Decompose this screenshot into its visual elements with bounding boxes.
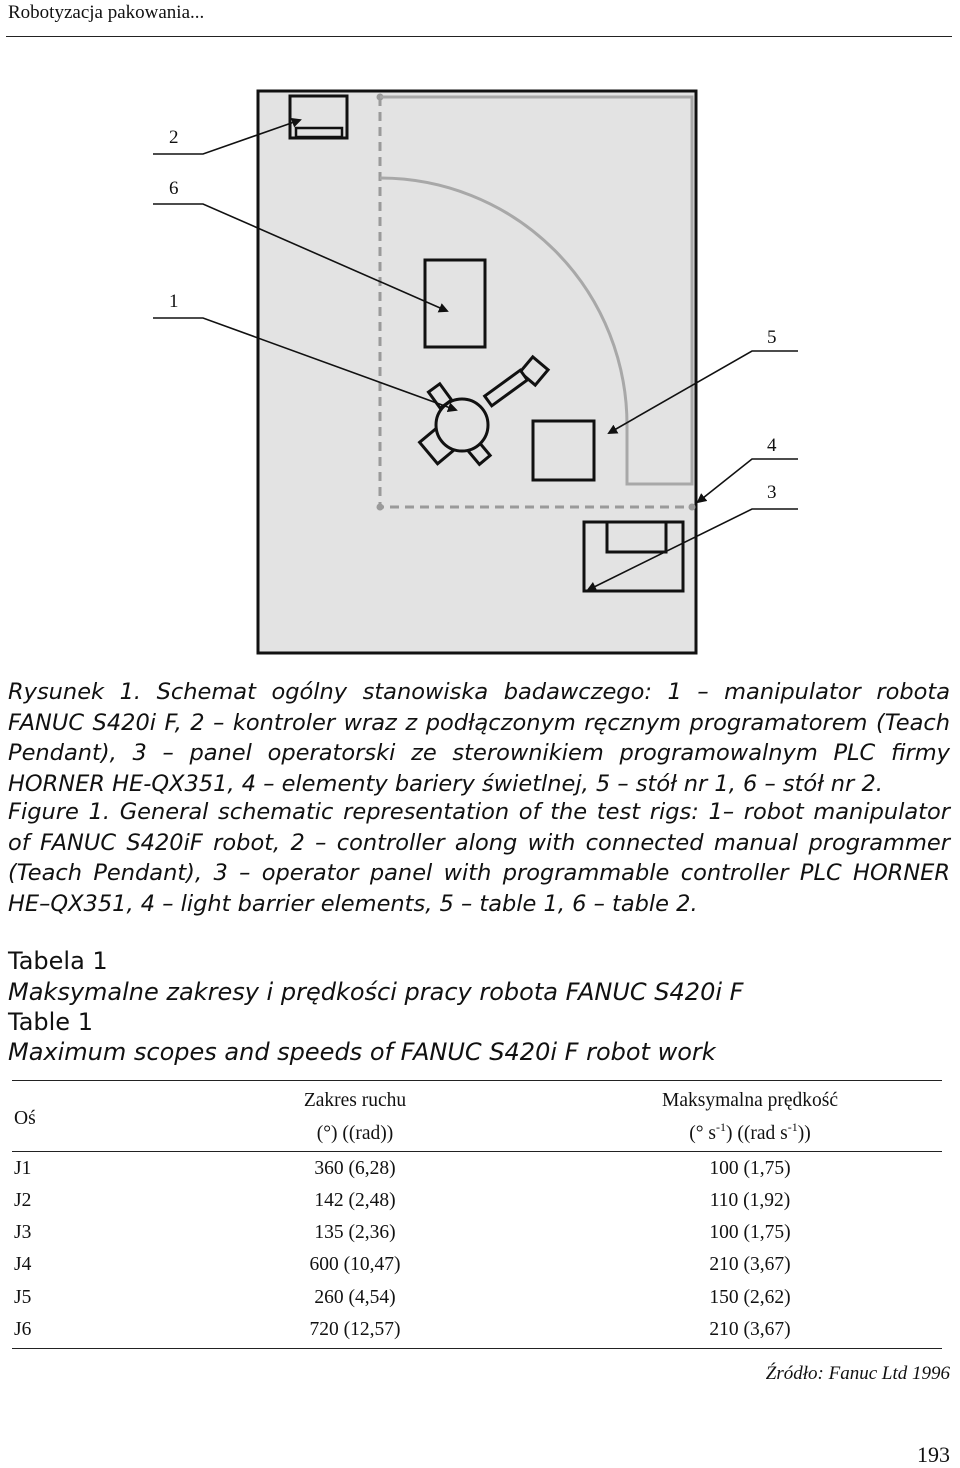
table-row-axis: J6	[14, 1319, 32, 1340]
callout-4: 4	[767, 435, 777, 456]
test-rig-schematic: 2 6 1 5 4 3	[153, 89, 798, 655]
table-label-pl: Tabela 1	[8, 947, 108, 975]
header-rule	[6, 36, 952, 37]
running-title: Robotyzacja pakowania...	[8, 2, 205, 23]
table-2	[423, 258, 487, 349]
header-range-unit: (°) ((rad))	[316, 1123, 394, 1144]
operator-panel	[582, 520, 685, 593]
callout-5: 5	[767, 327, 777, 348]
table-source: Źródło: Fanuc Ltd 1996	[765, 1363, 950, 1384]
header-speed: Maksymalna prędkość	[662, 1090, 838, 1111]
figure-caption-pl: Rysunek 1. Schemat ogólny stanowiska bad…	[8, 679, 950, 797]
table-row-speed: 150 (2,62)	[709, 1287, 791, 1308]
table-title-en: Maximum scopes and speeds of FANUC S420i…	[8, 1038, 716, 1066]
table-row-range: 260 (4,54)	[314, 1287, 396, 1308]
table-header-rule	[12, 1151, 942, 1152]
table-bottom-rule	[12, 1348, 942, 1349]
table-row-range: 135 (2,36)	[314, 1222, 396, 1243]
table-row-axis: J3	[14, 1222, 32, 1243]
robot-reach-boundary	[379, 95, 694, 486]
table-title-pl: Maksymalne zakresy i prędkości pracy rob…	[8, 978, 744, 1006]
table-row-axis: J1	[14, 1158, 32, 1179]
table-row-range: 360 (6,28)	[314, 1158, 396, 1179]
table-row-speed: 210 (3,67)	[709, 1254, 791, 1275]
page-number: 193	[917, 1442, 950, 1467]
table-row-range: 142 (2,48)	[314, 1190, 396, 1211]
callout-6: 6	[169, 178, 179, 199]
table-label-en: Table 1	[8, 1008, 93, 1036]
figure-caption-en: Figure 1. General schematic representati…	[8, 799, 950, 917]
header-speed-unit: (° s-1) ((rad s-1))	[689, 1120, 811, 1144]
controller-teach-pendant	[288, 94, 349, 140]
header-axis: Oś	[14, 1108, 36, 1129]
table-top-rule	[12, 1080, 942, 1081]
table-row-speed: 100 (1,75)	[709, 1222, 791, 1243]
table-row-axis: J5	[14, 1287, 32, 1308]
table-row-speed: 100 (1,75)	[709, 1158, 791, 1179]
table-1	[531, 419, 596, 482]
callout-2: 2	[169, 127, 179, 148]
table-row-speed: 110 (1,92)	[709, 1190, 791, 1211]
table-row-range: 600 (10,47)	[309, 1254, 401, 1275]
table-row-axis: J4	[14, 1254, 32, 1275]
table-row-speed: 210 (3,67)	[709, 1319, 791, 1340]
robot-manipulator	[417, 354, 551, 467]
callout-1: 1	[169, 291, 179, 312]
table-row-axis: J2	[14, 1190, 32, 1211]
callout-3: 3	[767, 482, 777, 503]
header-range: Zakres ruchu	[303, 1090, 407, 1111]
table-row-range: 720 (12,57)	[309, 1319, 401, 1340]
